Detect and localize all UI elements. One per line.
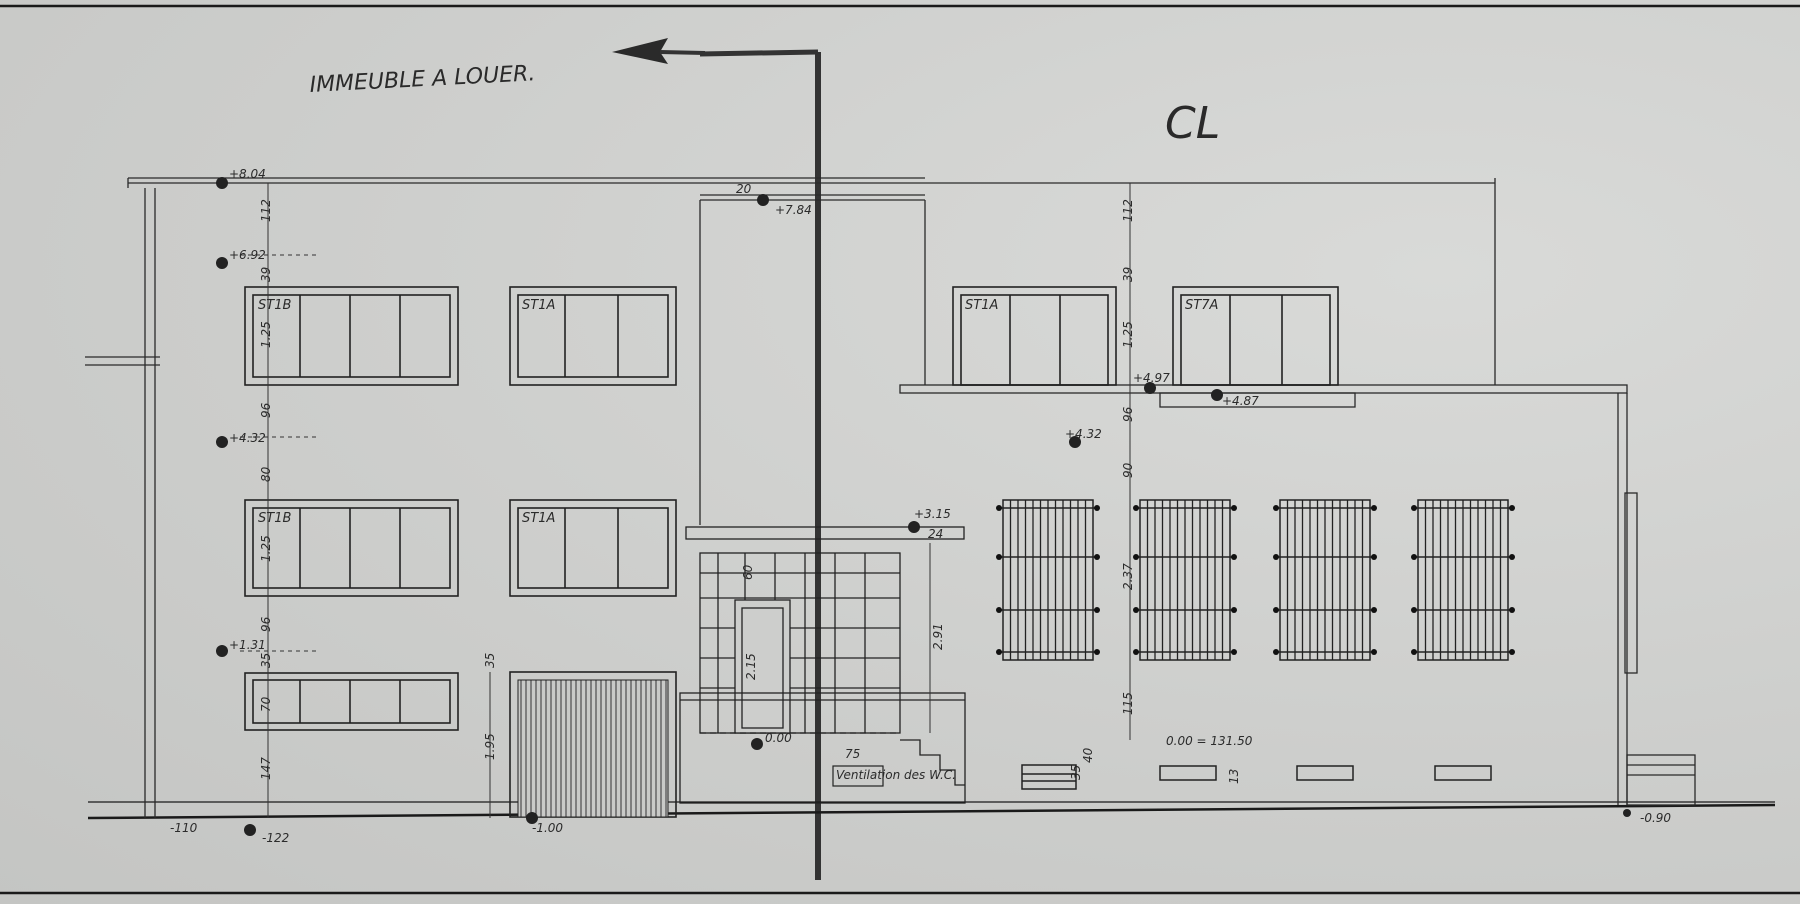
dimension-text: 96 <box>259 616 273 632</box>
dimension-text: 90 <box>1121 462 1135 478</box>
level-marker: +3.15 <box>914 507 951 521</box>
dimension-text: 35 <box>483 653 497 668</box>
level-marker: +4.32 <box>1065 427 1102 441</box>
windows-right-upper <box>952 286 1339 386</box>
window-label: ST1A <box>965 298 998 313</box>
dimension-text: 60 <box>741 564 755 580</box>
section-arrow <box>612 38 821 880</box>
ground-line <box>87 801 1776 820</box>
dimension-text: 1.25 <box>1121 321 1135 348</box>
dimension-text: 39 <box>259 267 273 282</box>
bar-panel <box>1133 499 1237 661</box>
level-markers-left <box>216 177 256 836</box>
dimension-text: 35 <box>259 653 273 668</box>
level-marker: +6.92 <box>229 248 266 262</box>
dimension-text: 1.25 <box>259 535 273 562</box>
vertical-bar-panels <box>996 499 1515 661</box>
plaque-text: Ventilation des W.C. <box>836 768 956 782</box>
dimension-text: 2.15 <box>744 653 758 680</box>
window-label: ST1B <box>258 298 291 313</box>
level-markers-right <box>1069 382 1631 817</box>
level-marker: 0.00 <box>765 731 792 745</box>
level-marker: -110 <box>170 821 198 835</box>
level-marker: -1.00 <box>532 821 563 835</box>
level-marker: +4.32 <box>229 431 266 445</box>
dimension-text: 2.91 <box>931 623 945 650</box>
dimension-text: 80 <box>259 466 273 482</box>
dimension-text: 1.25 <box>259 321 273 348</box>
bar-panel <box>1411 499 1515 661</box>
level-markers-center <box>526 194 920 824</box>
level-marker: +1.31 <box>229 638 266 652</box>
dimension-text: 20 <box>736 182 752 196</box>
dimension-text: 2.37 <box>1121 563 1135 590</box>
dimension-text: 40 <box>1081 747 1095 763</box>
garage-door <box>509 671 677 818</box>
dimension-text: 147 <box>259 757 273 780</box>
dimension-text: 75 <box>845 747 860 761</box>
bar-panel <box>1273 499 1377 661</box>
dimension-text: 96 <box>259 402 273 418</box>
handwritten-annotation: CL <box>1165 98 1220 149</box>
level-marker: +4.87 <box>1222 394 1259 408</box>
level-marker: -122 <box>262 831 289 845</box>
right-building <box>899 178 1696 806</box>
basement-window <box>244 672 459 731</box>
dimension-text: 24 <box>928 527 943 541</box>
window-label: ST1A <box>522 511 555 526</box>
drawing-title: IMMEUBLE A LOUER. <box>309 61 536 98</box>
level-marker: -0.90 <box>1640 811 1671 825</box>
level-marker: +4.97 <box>1133 371 1170 385</box>
dimension-text: 13 <box>1227 769 1241 784</box>
dimension-chain-left <box>240 183 320 818</box>
left-building <box>85 177 926 818</box>
level-marker: +7.84 <box>775 203 812 217</box>
dimension-text: 115 <box>1121 692 1135 715</box>
entrance-block <box>679 526 966 804</box>
dimension-text: 96 <box>1121 406 1135 422</box>
windows-upper-row <box>244 286 677 386</box>
dimension-text: 70 <box>259 696 273 712</box>
dimension-text: 112 <box>1121 199 1135 222</box>
ventilation-plaque: Ventilation des W.C. <box>832 765 956 787</box>
window-label: ST1B <box>258 511 291 526</box>
site-fixtures <box>1021 764 1492 790</box>
level-marker: 0.00 = 131.50 <box>1166 734 1253 748</box>
bar-panel <box>996 499 1100 661</box>
windows-middle-row <box>244 499 677 597</box>
level-marker: +8.04 <box>229 167 266 181</box>
dimension-text: 39 <box>1121 267 1135 282</box>
window-label: ST1A <box>522 298 555 313</box>
window-label: ST7A <box>1185 298 1218 313</box>
dimension-text: 112 <box>259 199 273 222</box>
